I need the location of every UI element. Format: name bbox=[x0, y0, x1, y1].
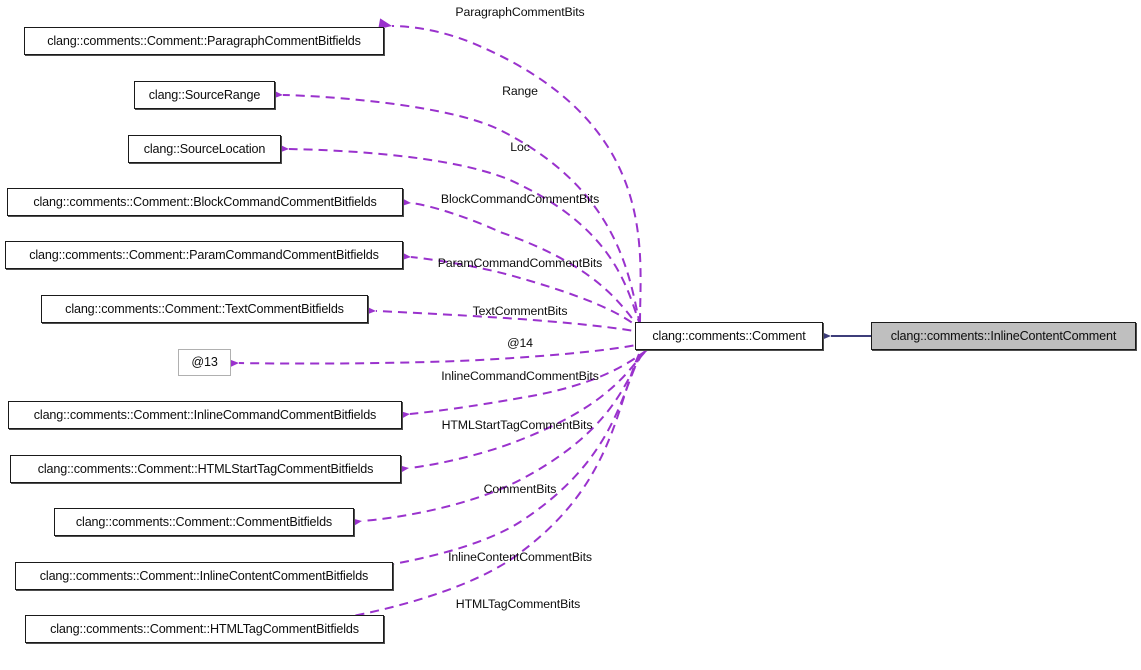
edge-label-e11: InlineContentCommentBits bbox=[448, 550, 592, 564]
node-htmlstart_bf[interactable]: clang::comments::Comment::HTMLStartTagCo… bbox=[10, 455, 401, 483]
node-anon13[interactable]: @13 bbox=[178, 349, 231, 376]
node-htmltag_bf[interactable]: clang::comments::Comment::HTMLTagComment… bbox=[25, 615, 384, 643]
edge-label-e5: ParamCommandCommentBits bbox=[437, 256, 603, 270]
node-paragraph_bf[interactable]: clang::comments::Comment::ParagraphComme… bbox=[24, 27, 384, 55]
node-inlinecontent_bf[interactable]: clang::comments::Comment::InlineContentC… bbox=[15, 562, 393, 590]
node-label: clang::comments::Comment::InlineCommandC… bbox=[33, 407, 377, 422]
node-param_bf[interactable]: clang::comments::Comment::ParamCommandCo… bbox=[5, 241, 403, 269]
edge-label-e12: HTMLTagCommentBits bbox=[455, 597, 581, 611]
node-comment_bf[interactable]: clang::comments::Comment::CommentBitfiel… bbox=[54, 508, 354, 536]
node-label: clang::comments::Comment::InlineContentC… bbox=[39, 568, 369, 583]
node-text_bf[interactable]: clang::comments::Comment::TextCommentBit… bbox=[41, 295, 368, 323]
node-comment[interactable]: clang::comments::Comment bbox=[635, 322, 823, 350]
node-label: clang::comments::Comment::ParamCommandCo… bbox=[29, 247, 379, 262]
edge-label-e7: @14 bbox=[507, 336, 533, 350]
edge-label-e8: InlineCommandCommentBits bbox=[441, 369, 599, 383]
node-label: clang::SourceLocation bbox=[143, 141, 266, 156]
node-inline_content[interactable]: clang::comments::InlineContentComment bbox=[871, 322, 1136, 350]
node-label: clang::comments::InlineContentComment bbox=[890, 328, 1117, 343]
node-source_range[interactable]: clang::SourceRange bbox=[134, 81, 275, 109]
edge-label-e10: CommentBits bbox=[483, 482, 557, 496]
edge-label-e3: Loc bbox=[510, 140, 530, 154]
node-block_bf[interactable]: clang::comments::Comment::BlockCommandCo… bbox=[7, 188, 403, 216]
node-label: clang::comments::Comment::ParagraphComme… bbox=[47, 33, 361, 48]
node-label: clang::comments::Comment::HTMLTagComment… bbox=[50, 621, 359, 636]
node-label: clang::comments::Comment::BlockCommandCo… bbox=[33, 194, 377, 209]
node-label: clang::SourceRange bbox=[148, 87, 261, 102]
edge-label-e6: TextCommentBits bbox=[472, 304, 568, 318]
edge-label-e2: Range bbox=[502, 84, 538, 98]
edge-e1 bbox=[391, 25, 642, 323]
node-inlinecmd_bf[interactable]: clang::comments::Comment::InlineCommandC… bbox=[8, 401, 402, 429]
node-source_loc[interactable]: clang::SourceLocation bbox=[128, 135, 281, 163]
node-label: clang::comments::Comment bbox=[652, 328, 806, 343]
node-label: clang::comments::Comment::CommentBitfiel… bbox=[75, 514, 333, 529]
node-label: @13 bbox=[191, 355, 218, 370]
edge-label-e4: BlockCommandCommentBits bbox=[440, 192, 600, 206]
edge-label-e1: ParagraphCommentBits bbox=[455, 5, 585, 19]
node-label: clang::comments::Comment::TextCommentBit… bbox=[65, 301, 344, 316]
edge-e7 bbox=[238, 341, 649, 365]
node-label: clang::comments::Comment::HTMLStartTagCo… bbox=[37, 461, 374, 476]
edge-label-e9: HTMLStartTagCommentBits bbox=[441, 418, 593, 432]
